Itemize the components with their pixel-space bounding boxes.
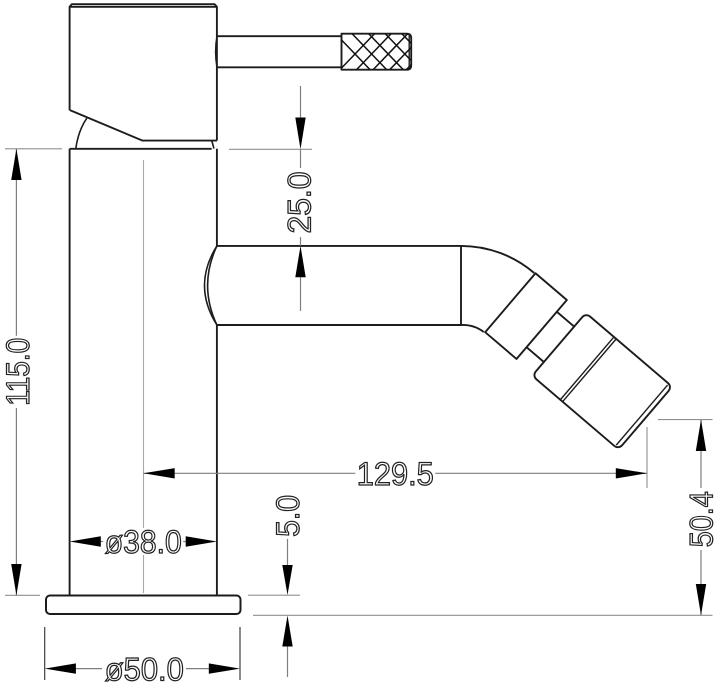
svg-text:25.0: 25.0 [281, 172, 317, 234]
svg-text:115.0: 115.0 [0, 338, 36, 406]
svg-text:129.5: 129.5 [357, 456, 434, 492]
svg-text:ø38.0: ø38.0 [105, 524, 182, 560]
svg-text:50.4: 50.4 [684, 491, 715, 547]
svg-text:5.0: 5.0 [270, 495, 306, 537]
svg-text:ø50.0: ø50.0 [105, 651, 184, 685]
